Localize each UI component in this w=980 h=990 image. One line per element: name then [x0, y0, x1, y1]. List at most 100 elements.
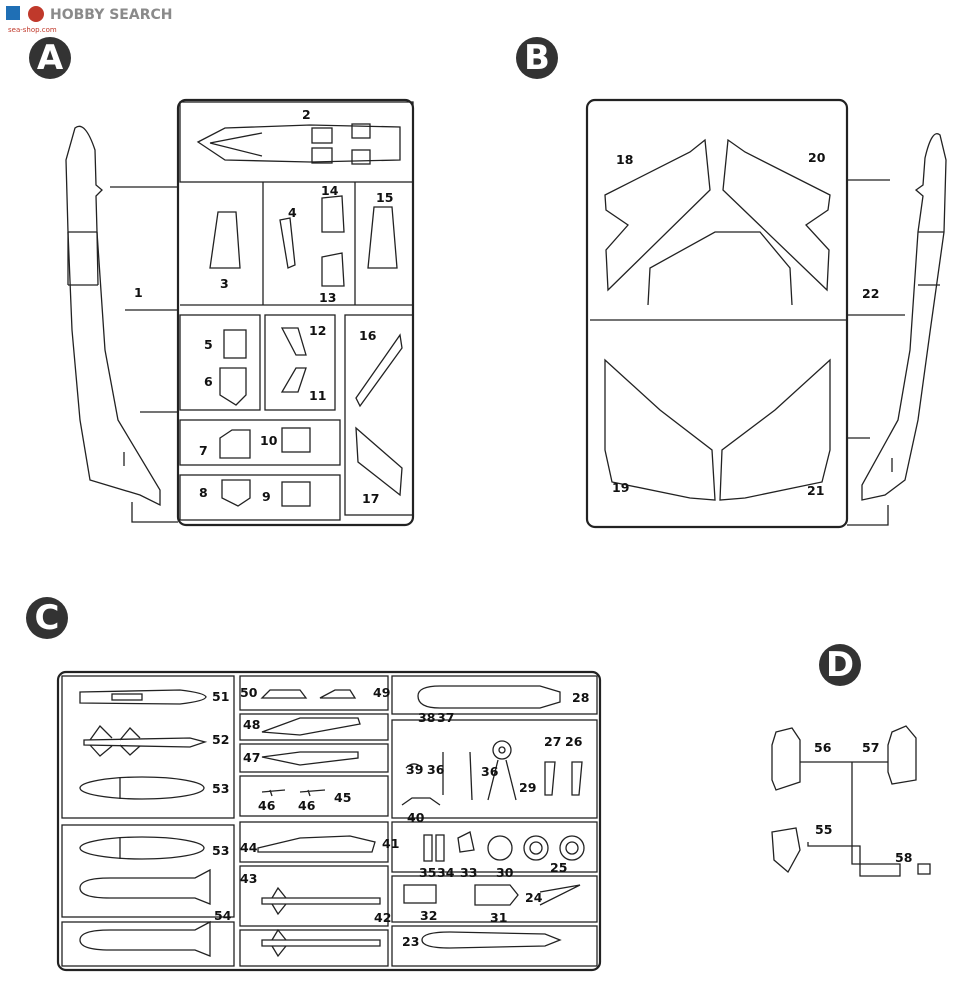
canopy-part	[196, 124, 401, 163]
part-number: 3	[220, 276, 229, 291]
part-number: 16	[359, 328, 377, 343]
part-8	[221, 479, 251, 507]
part-number: 2	[302, 107, 311, 122]
part-number: 14	[321, 183, 339, 198]
part-number: 43	[240, 871, 257, 886]
part-number: 4	[288, 205, 297, 220]
sprue-a: 1 2 3 4 5 6 7 8 9 10 11 12 13 14 15 16 1…	[65, 98, 415, 527]
part-6	[219, 367, 247, 406]
part-number: 10	[260, 433, 278, 448]
fuselage-half-part	[65, 125, 161, 507]
part-47	[261, 751, 359, 766]
sprue-c: 23 24 25 26 27 28 29 30 31 32 33 34 35 3…	[56, 670, 602, 972]
section-letter: C	[35, 598, 60, 638]
part-number: 28	[572, 690, 589, 705]
part-number: 23	[402, 934, 419, 949]
part-33	[457, 831, 475, 853]
part-number: 26	[565, 734, 583, 749]
part-10	[281, 427, 311, 453]
part-number: 55	[815, 822, 832, 837]
part-30	[487, 835, 513, 861]
section-letter: B	[524, 38, 550, 78]
part-number: 25	[550, 860, 567, 875]
part-14	[321, 195, 345, 233]
wing-lower-left-part	[604, 358, 716, 501]
part-48	[261, 717, 361, 736]
part-49	[319, 689, 357, 699]
part-number: 34	[437, 865, 455, 880]
part-number: 46	[298, 798, 316, 813]
part-number: 7	[199, 443, 208, 458]
part-number: 1	[134, 285, 143, 300]
section-marker-d: D	[819, 644, 861, 686]
part-number: 11	[309, 388, 326, 403]
part-46	[261, 789, 286, 797]
part-number: 27	[544, 734, 561, 749]
part-number: 13	[319, 290, 336, 305]
part-13	[321, 252, 345, 287]
part-9	[281, 481, 311, 507]
part-57	[887, 725, 917, 785]
part-43	[261, 939, 381, 947]
sprue-d: 56 57 55 58	[771, 725, 931, 877]
part-36	[469, 751, 473, 801]
sprue-b: 18 19 20 21 22	[585, 98, 947, 529]
part-24	[539, 884, 581, 906]
section-marker-c: C	[26, 597, 68, 639]
section-letter: D	[826, 645, 854, 685]
wing-upper-right-part	[722, 138, 831, 292]
part-15	[367, 206, 398, 269]
part-28	[417, 685, 561, 709]
wing-lower-right-part	[719, 358, 831, 501]
part-number: 32	[420, 908, 437, 923]
part-number: 30	[496, 865, 514, 880]
part-54	[79, 868, 211, 905]
part-number: 24	[525, 890, 543, 905]
part-27	[544, 761, 556, 796]
part-4	[279, 217, 296, 269]
part-number: 17	[362, 491, 379, 506]
part-number: 35	[419, 865, 436, 880]
section-marker-b: B	[516, 37, 558, 79]
part-39	[405, 763, 423, 769]
wheel-part	[492, 740, 512, 760]
part-number: 8	[199, 485, 208, 500]
part-number: 44	[240, 840, 258, 855]
part-25	[523, 835, 549, 861]
part-number: 47	[243, 750, 260, 765]
part-31	[474, 884, 519, 906]
part-number: 37	[437, 710, 454, 725]
part-number: 21	[807, 483, 824, 498]
part-35	[423, 834, 433, 862]
watermark-logo-icon	[6, 6, 20, 20]
part-number: 51	[212, 689, 229, 704]
part-42	[261, 897, 381, 905]
fuselage-half-part	[861, 133, 947, 501]
part-number: 49	[373, 685, 390, 700]
part-17	[355, 426, 403, 497]
part-7	[219, 429, 251, 459]
part-number: 20	[808, 150, 826, 165]
part-32	[403, 884, 437, 904]
part-number: 56	[814, 740, 832, 755]
section-marker-a: A	[29, 37, 71, 79]
part-44	[257, 835, 376, 853]
part-number: 52	[212, 732, 229, 747]
part-number: 42	[374, 910, 391, 925]
part-number: 29	[519, 780, 536, 795]
part-number: 54	[214, 908, 232, 923]
part-26	[571, 761, 583, 796]
part-number: 36	[427, 762, 445, 777]
watermark: HOBBY SEARCH sea-shop.com	[6, 6, 172, 34]
part-51	[79, 689, 207, 705]
part-54	[79, 920, 211, 957]
watermark-subtext: sea-shop.com	[8, 26, 57, 34]
part-number: 46	[258, 798, 276, 813]
part-number: 45	[334, 790, 351, 805]
part-number: 33	[460, 865, 477, 880]
part-number: 12	[309, 323, 326, 338]
part-53	[79, 776, 205, 800]
part-25	[559, 835, 585, 861]
part-55	[771, 827, 801, 874]
